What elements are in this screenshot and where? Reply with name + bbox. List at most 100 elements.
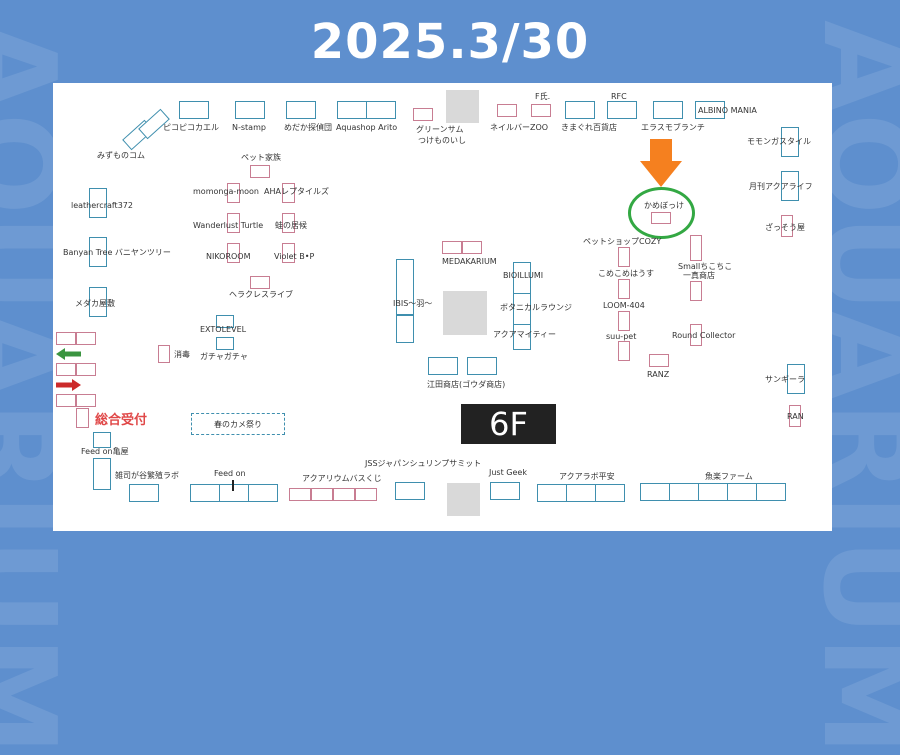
booth-pet-kazoku[interactable] (250, 165, 270, 178)
booth-nikoroom[interactable] (227, 243, 240, 263)
booth-rfc[interactable] (607, 101, 637, 119)
label-aquarium-bus: アクアリウムバスくじ (302, 474, 382, 483)
booth-gyoraku-c[interactable] (698, 483, 728, 501)
booth-wall-7[interactable] (76, 408, 89, 428)
booth-edashoten-b[interactable] (467, 357, 497, 375)
booth-komekome[interactable] (618, 279, 630, 299)
label-botanical: ボタニカルラウンジ (500, 303, 572, 312)
booth-petshop[interactable] (618, 247, 630, 267)
booth-shodoku[interactable] (158, 345, 170, 363)
booth-bus-b[interactable] (311, 488, 333, 501)
booth-small-a[interactable] (690, 235, 702, 261)
booth-feedon-kameya-a[interactable] (93, 432, 111, 448)
booth-bus-d[interactable] (355, 488, 377, 501)
booth-aquashop-a[interactable] (337, 101, 367, 119)
booth-bus-c[interactable] (333, 488, 355, 501)
booth-aqualabo-c[interactable] (595, 484, 625, 502)
booth-aha[interactable] (282, 183, 295, 203)
booth-kaeru[interactable] (282, 213, 295, 233)
booth-extolevel[interactable] (216, 315, 234, 328)
label-aquashop: Aquashop Arito (336, 123, 398, 132)
booth-aquamighty[interactable] (513, 324, 531, 350)
booth-suupet[interactable] (618, 341, 630, 361)
booth-medakarium-b[interactable] (462, 241, 482, 254)
label-nstamp: N-stamp (232, 123, 266, 132)
booth-gyoraku-b[interactable] (669, 483, 699, 501)
booth-medaka-tantei[interactable] (286, 101, 316, 119)
booth-zaso[interactable] (781, 215, 793, 237)
label-kimagure: きまぐれ百貨店 (561, 123, 617, 132)
label-sangira: サンギーラ (765, 375, 805, 384)
label-ranz: RANZ (647, 370, 670, 379)
label-extolevel: EXTOLEVEL (200, 325, 247, 334)
label-gekkan: 月刊アクアライフ (749, 182, 813, 191)
booth-gekkan[interactable] (781, 171, 799, 201)
booth-ranz[interactable] (649, 354, 669, 367)
booth-green-sam[interactable] (413, 108, 433, 121)
label-medaka-tantei: めだか探偵団 (284, 123, 332, 132)
booth-loom[interactable] (618, 311, 630, 331)
booth-jss[interactable] (395, 482, 425, 500)
booth-leathercraft[interactable] (89, 188, 107, 218)
booth-wall-5[interactable] (56, 394, 76, 407)
label-kaeru: 蛙の居候 (275, 221, 307, 230)
booth-kimagure[interactable] (565, 101, 595, 119)
booth-wall-3[interactable] (56, 363, 76, 376)
booth-violet[interactable] (282, 243, 295, 263)
booth-aquashop-b[interactable] (366, 101, 396, 119)
booth-ibis-b[interactable] (396, 315, 414, 343)
booth-ibis-a[interactable] (396, 259, 414, 315)
booth-albino[interactable] (695, 101, 725, 119)
booth-zasshi[interactable] (129, 484, 159, 502)
booth-medaka-yashiki[interactable] (89, 287, 107, 317)
booth-gyoraku-e[interactable] (756, 483, 786, 501)
booth-feedon-kameya-b[interactable] (93, 458, 111, 490)
booth-neiruba[interactable] (497, 104, 517, 117)
label-f-shi: F氏. (535, 92, 551, 101)
booth-feedon-c[interactable] (248, 484, 278, 502)
feedon-divider (232, 480, 234, 491)
booth-momongas[interactable] (781, 127, 799, 157)
label-zaso: ざっそう屋 (765, 223, 805, 232)
label-justgeek: Just Geek (489, 468, 527, 477)
booth-wanderlust[interactable] (227, 213, 240, 233)
label-leathercraft: leathercraft372 (71, 201, 133, 210)
booth-picopico[interactable] (179, 101, 209, 119)
label-picopico: ピコピコカエル (163, 123, 219, 132)
booth-edashoten-a[interactable] (428, 357, 458, 375)
label-erasumo: エラスモブランチ (641, 123, 705, 132)
booth-gyoraku-d[interactable] (727, 483, 757, 501)
booth-aqualabo-a[interactable] (537, 484, 567, 502)
booth-feedon-a[interactable] (190, 484, 220, 502)
booth-erasumo[interactable] (653, 101, 683, 119)
booth-bus-a[interactable] (289, 488, 311, 501)
booth-small-b[interactable] (690, 281, 702, 301)
orange-down-arrow-icon (640, 139, 682, 187)
pillar-center (443, 291, 487, 335)
booth-wall-6[interactable] (76, 394, 96, 407)
booth-wall-2[interactable] (76, 332, 96, 345)
booth-gyoraku-a[interactable] (640, 483, 670, 501)
pillar-bottom (447, 483, 480, 516)
booth-wall-4[interactable] (76, 363, 96, 376)
label-neiruba: ネイルバーZOO (490, 123, 549, 132)
booth-feedon-b[interactable] (219, 484, 249, 502)
booth-kamebokke[interactable] (651, 212, 671, 224)
booth-ran[interactable] (789, 405, 801, 427)
booth-round[interactable] (690, 324, 702, 346)
booth-aqualabo-b[interactable] (566, 484, 596, 502)
booth-banyan[interactable] (89, 237, 107, 267)
booth-medakarium-a[interactable] (442, 241, 462, 254)
booth-justgeek[interactable] (490, 482, 520, 500)
label-round: Round Collector (672, 331, 736, 340)
label-violet: Violet B•P (274, 252, 315, 261)
booth-sangira[interactable] (787, 364, 805, 394)
label-medakarium: MEDAKARIUM (442, 257, 497, 266)
label-aha: AHAレプタイルズ (264, 187, 329, 196)
booth-nstamp[interactable] (235, 101, 265, 119)
booth-momonga[interactable] (227, 183, 240, 203)
booth-gacha[interactable] (216, 337, 234, 350)
booth-f-shi[interactable] (531, 104, 551, 117)
booth-heracles[interactable] (250, 276, 270, 289)
booth-wall-1[interactable] (56, 332, 76, 345)
